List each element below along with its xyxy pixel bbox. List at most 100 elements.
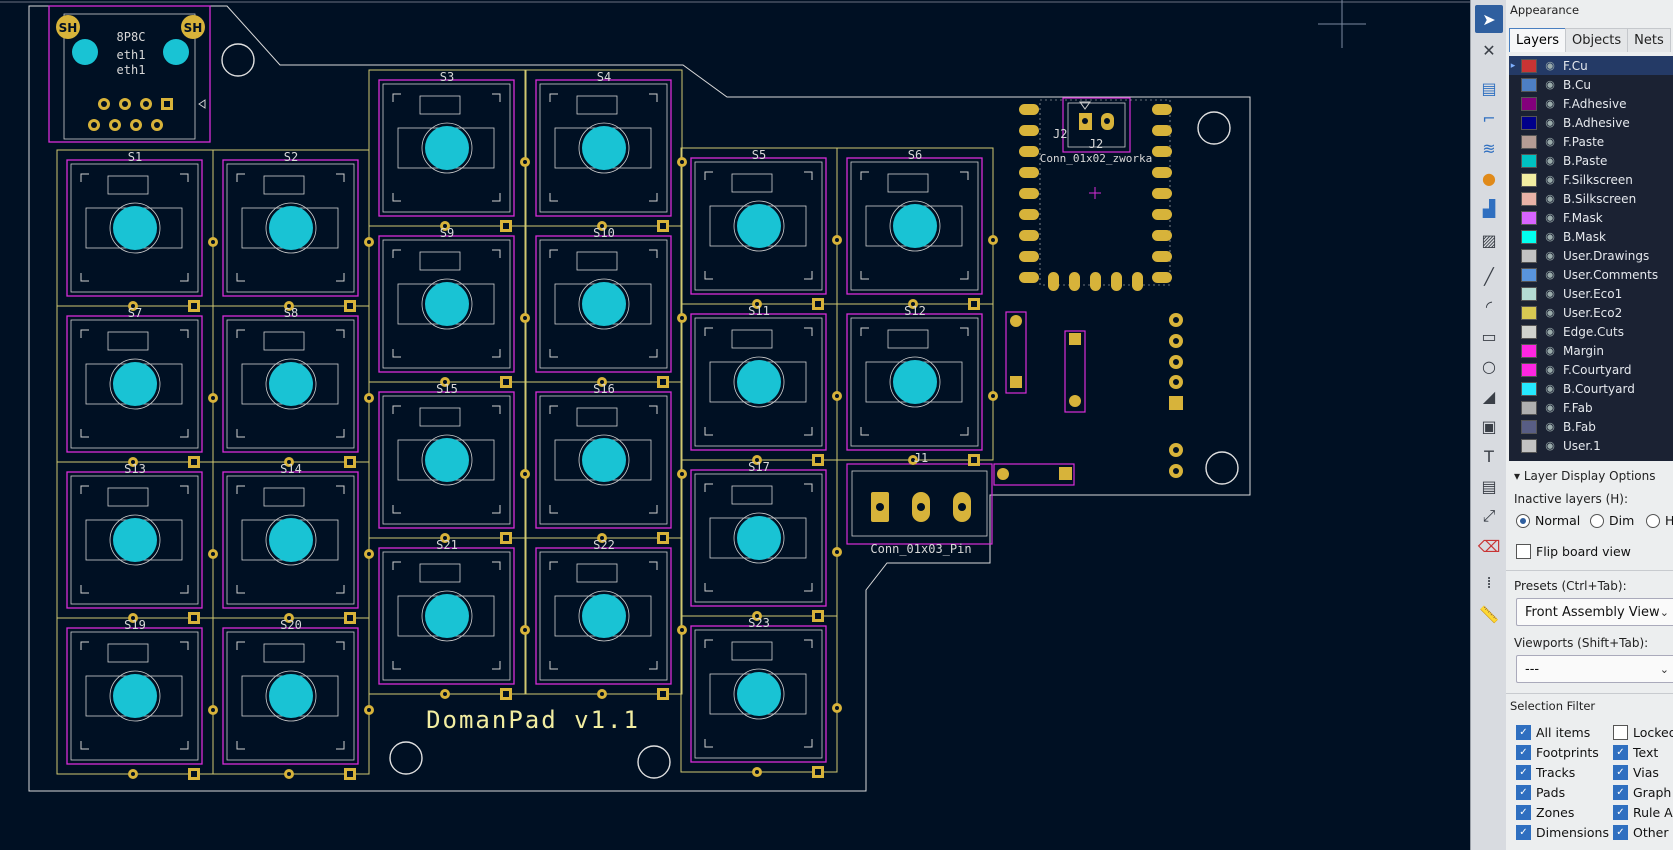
visibility-eye-icon[interactable]: ◉ [1545, 325, 1555, 338]
layer-color-swatch[interactable] [1521, 267, 1537, 282]
visibility-eye-icon[interactable]: ◉ [1545, 363, 1555, 376]
layer-row[interactable]: ◉User.Eco1 [1509, 284, 1673, 303]
layer-row[interactable]: ◉B.Paste [1509, 151, 1673, 170]
visibility-eye-icon[interactable]: ◉ [1545, 230, 1555, 243]
rule-area-icon[interactable]: ▨ [1481, 230, 1497, 250]
inactive-hide-radio[interactable]: H [1646, 513, 1673, 528]
layer-row[interactable]: ◉User.1 [1509, 436, 1673, 455]
layer-color-swatch[interactable] [1521, 362, 1537, 377]
layer-color-swatch[interactable] [1521, 286, 1537, 301]
layer-color-swatch[interactable] [1521, 229, 1537, 244]
visibility-eye-icon[interactable]: ◉ [1545, 154, 1555, 167]
layer-color-swatch[interactable] [1521, 400, 1537, 415]
filter-rule-a-checkbox[interactable]: ✓Rule A [1613, 805, 1673, 820]
layer-color-swatch[interactable] [1521, 248, 1537, 263]
rectangle-icon[interactable]: ▭ [1481, 326, 1497, 346]
filter-graph-checkbox[interactable]: ✓Graph [1613, 785, 1671, 800]
image-icon[interactable]: ▣ [1481, 416, 1497, 436]
visibility-eye-icon[interactable]: ◉ [1545, 97, 1555, 110]
inactive-normal-radio[interactable]: Normal [1516, 513, 1580, 528]
layer-row[interactable]: ◉B.Cu [1509, 75, 1673, 94]
visibility-eye-icon[interactable]: ◉ [1545, 116, 1555, 129]
tab-objects[interactable]: Objects [1565, 28, 1629, 52]
layer-row[interactable]: ◉User.Drawings [1509, 246, 1673, 265]
visibility-eye-icon[interactable]: ◉ [1545, 344, 1555, 357]
grid-origin-icon[interactable]: ⁞ [1486, 572, 1492, 592]
layer-row[interactable]: ◉User.Comments [1509, 265, 1673, 284]
layer-color-swatch[interactable] [1521, 96, 1537, 111]
layer-color-swatch[interactable] [1521, 324, 1537, 339]
tab-layers[interactable]: Layers [1509, 28, 1567, 52]
line-icon[interactable]: ╱ [1484, 266, 1494, 286]
filter-dimensions-checkbox[interactable]: ✓Dimensions [1516, 825, 1609, 840]
visibility-eye-icon[interactable]: ◉ [1545, 59, 1555, 72]
filter-pads-checkbox[interactable]: ✓Pads [1516, 785, 1565, 800]
layer-row[interactable]: ◉User.Eco2 [1509, 303, 1673, 322]
visibility-eye-icon[interactable]: ◉ [1545, 249, 1555, 262]
inactive-dim-radio[interactable]: Dim [1590, 513, 1634, 528]
footprint-icon[interactable]: ▤ [1481, 78, 1497, 98]
local-ratsnest-icon[interactable]: ✕ [1482, 40, 1496, 60]
zone-icon[interactable]: ▟ [1482, 198, 1496, 218]
layer-row[interactable]: ◉Edge.Cuts [1509, 322, 1673, 341]
visibility-eye-icon[interactable]: ◉ [1545, 78, 1555, 91]
presets-select[interactable]: Front Assembly View⌄ [1516, 598, 1673, 626]
layer-display-options-header[interactable]: ▾ Layer Display Options [1514, 469, 1655, 483]
layer-color-swatch[interactable] [1521, 153, 1537, 168]
layer-color-swatch[interactable] [1521, 305, 1537, 320]
layer-row[interactable]: ◉F.Paste [1509, 132, 1673, 151]
layer-row[interactable]: ◉B.Adhesive [1509, 113, 1673, 132]
layer-color-swatch[interactable] [1521, 77, 1537, 92]
layer-row[interactable]: ◉F.Silkscreen [1509, 170, 1673, 189]
viewports-select[interactable]: ---⌄ [1516, 655, 1673, 683]
layer-row[interactable]: ◉B.Courtyard [1509, 379, 1673, 398]
filter-zones-checkbox[interactable]: ✓Zones [1516, 805, 1574, 820]
layer-color-swatch[interactable] [1521, 134, 1537, 149]
filter-text-checkbox[interactable]: ✓Text [1613, 745, 1658, 760]
filter-footprints-checkbox[interactable]: ✓Footprints [1516, 745, 1599, 760]
layer-color-swatch[interactable] [1521, 191, 1537, 206]
layer-row[interactable]: ◉F.Courtyard [1509, 360, 1673, 379]
arc-icon[interactable]: ◜ [1485, 296, 1493, 316]
visibility-eye-icon[interactable]: ◉ [1545, 268, 1555, 281]
layer-row[interactable]: ◉F.Fab [1509, 398, 1673, 417]
route-track-icon[interactable]: ⌐ [1482, 108, 1496, 128]
layer-list[interactable]: ▸◉F.Cu◉B.Cu◉F.Adhesive◉B.Adhesive◉F.Past… [1509, 56, 1673, 461]
layer-row[interactable]: ◉F.Adhesive [1509, 94, 1673, 113]
visibility-eye-icon[interactable]: ◉ [1545, 211, 1555, 224]
measure-icon[interactable]: 📏 [1479, 604, 1499, 624]
layer-color-swatch[interactable] [1521, 172, 1537, 187]
flip-board-view-checkbox[interactable]: Flip board view [1516, 544, 1631, 559]
select-icon[interactable]: ➤ [1475, 5, 1503, 33]
layer-color-swatch[interactable] [1521, 115, 1537, 130]
visibility-eye-icon[interactable]: ◉ [1545, 173, 1555, 186]
via-icon[interactable]: ● [1482, 168, 1496, 188]
visibility-eye-icon[interactable]: ◉ [1545, 420, 1555, 433]
dimension-icon[interactable]: ⤢ [1482, 506, 1496, 525]
visibility-eye-icon[interactable]: ◉ [1545, 287, 1555, 300]
circle-icon[interactable]: ○ [1482, 356, 1496, 376]
route-diff-pair-icon[interactable]: ≋ [1482, 138, 1496, 158]
textbox-icon[interactable]: ▤ [1481, 476, 1497, 496]
visibility-eye-icon[interactable]: ◉ [1545, 401, 1555, 414]
layer-row[interactable]: ◉B.Fab [1509, 417, 1673, 436]
visibility-eye-icon[interactable]: ◉ [1545, 306, 1555, 319]
tab-nets[interactable]: Nets [1627, 28, 1671, 52]
layer-row[interactable]: ◉B.Silkscreen [1509, 189, 1673, 208]
filter-locked-checkbox[interactable]: Locked [1613, 725, 1673, 740]
visibility-eye-icon[interactable]: ◉ [1545, 382, 1555, 395]
visibility-eye-icon[interactable]: ◉ [1545, 135, 1555, 148]
layer-row[interactable]: ◉B.Mask [1509, 227, 1673, 246]
layer-color-swatch[interactable] [1521, 343, 1537, 358]
layer-color-swatch[interactable] [1521, 210, 1537, 225]
layer-color-swatch[interactable] [1521, 381, 1537, 396]
visibility-eye-icon[interactable]: ◉ [1545, 192, 1555, 205]
layer-row[interactable]: ◉F.Mask [1509, 208, 1673, 227]
layer-color-swatch[interactable] [1521, 58, 1537, 73]
filter-other-checkbox[interactable]: ✓Other [1613, 825, 1669, 840]
text-icon[interactable]: T [1484, 446, 1494, 466]
layer-row[interactable]: ▸◉F.Cu [1509, 56, 1673, 75]
filter-tracks-checkbox[interactable]: ✓Tracks [1516, 765, 1575, 780]
visibility-eye-icon[interactable]: ◉ [1545, 439, 1555, 452]
